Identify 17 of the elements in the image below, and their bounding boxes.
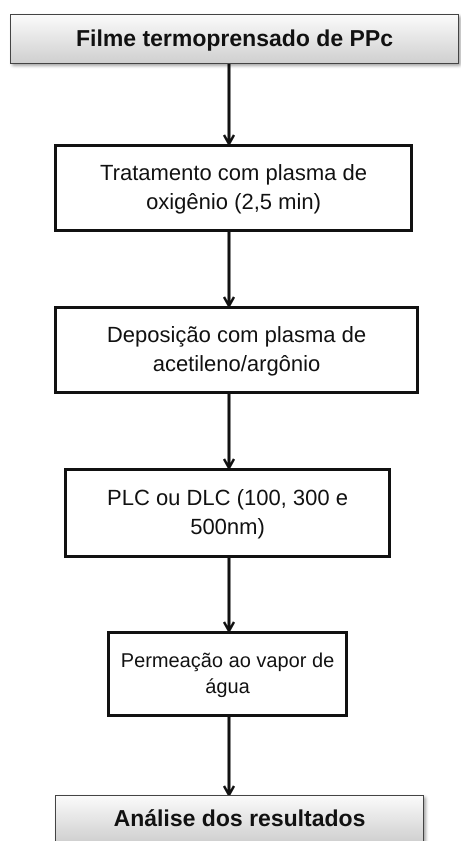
process-box [54,144,413,232]
box-label: Análise dos resultados [114,804,366,834]
arrow [222,64,236,146]
terminal-box [10,14,459,64]
box-label: Tratamento com plasma de oxigênio (2,5 min) [99,159,368,216]
box-label: PLC ou DLC (100, 300 e 500nm) [106,484,349,541]
process-box [64,468,391,558]
box-label: Filme termoprensado de PPc [76,24,393,54]
process-box [107,631,348,717]
arrow [222,717,236,796]
box-label: Permeação ao vapor de água [120,649,336,700]
process-box [54,306,419,394]
box-label: Deposição com plasma de acetileno/argônio [106,321,368,378]
arrow [222,558,236,632]
arrow [222,232,236,308]
arrow [222,394,236,470]
terminal-box [55,795,424,841]
